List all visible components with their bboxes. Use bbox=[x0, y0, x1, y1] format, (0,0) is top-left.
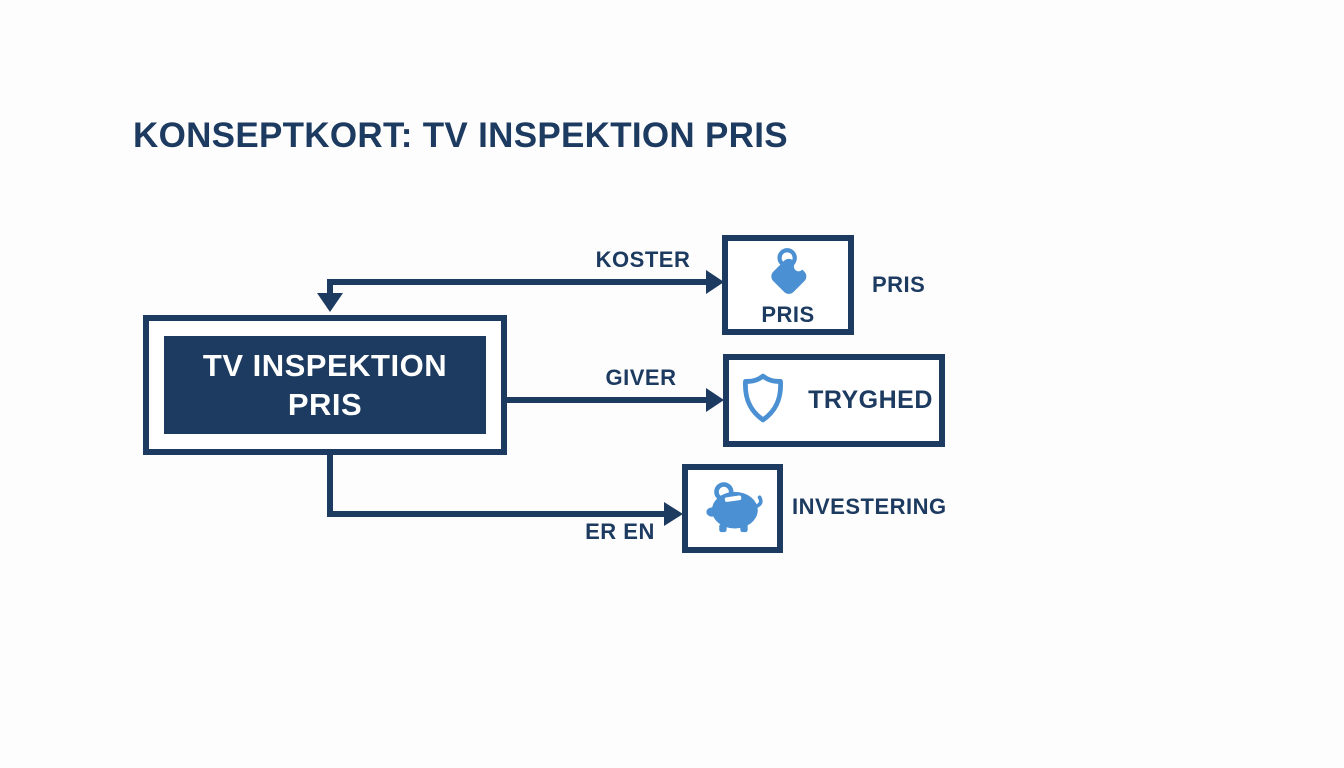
edge-label-giver: GIVER bbox=[605, 365, 677, 390]
node-investering bbox=[682, 464, 783, 553]
shield-icon bbox=[735, 367, 791, 434]
node-tryghed: TRYGHED bbox=[723, 354, 945, 447]
edge-er-en bbox=[327, 452, 683, 526]
page-title: KONSEPTKORT: TV INSPEKTION PRIS bbox=[133, 116, 788, 155]
node-pris-label: PRIS bbox=[761, 301, 815, 327]
arrowhead-right-icon bbox=[706, 388, 724, 412]
main-node-label-line2: PRIS bbox=[287, 387, 363, 422]
node-pris-outer-label: PRIS bbox=[872, 272, 926, 297]
main-node: TV INSPEKTION PRIS bbox=[143, 315, 507, 455]
arrowhead-down-icon bbox=[317, 293, 343, 312]
main-node-label: TV INSPEKTION PRIS bbox=[164, 336, 486, 434]
edge-giver bbox=[505, 388, 724, 412]
main-node-label-line1: TV INSPEKTION bbox=[202, 347, 448, 383]
price-tag-icon bbox=[759, 246, 817, 305]
edge-koster bbox=[317, 270, 724, 312]
node-pris: PRIS bbox=[722, 235, 854, 335]
edge-label-er-en: ER EN bbox=[585, 519, 655, 544]
node-tryghed-label: TRYGHED bbox=[808, 386, 933, 414]
edge-label-koster: KOSTER bbox=[595, 247, 691, 272]
node-investering-outer-label: INVESTERING bbox=[792, 494, 947, 519]
piggy-bank-icon bbox=[700, 478, 766, 540]
